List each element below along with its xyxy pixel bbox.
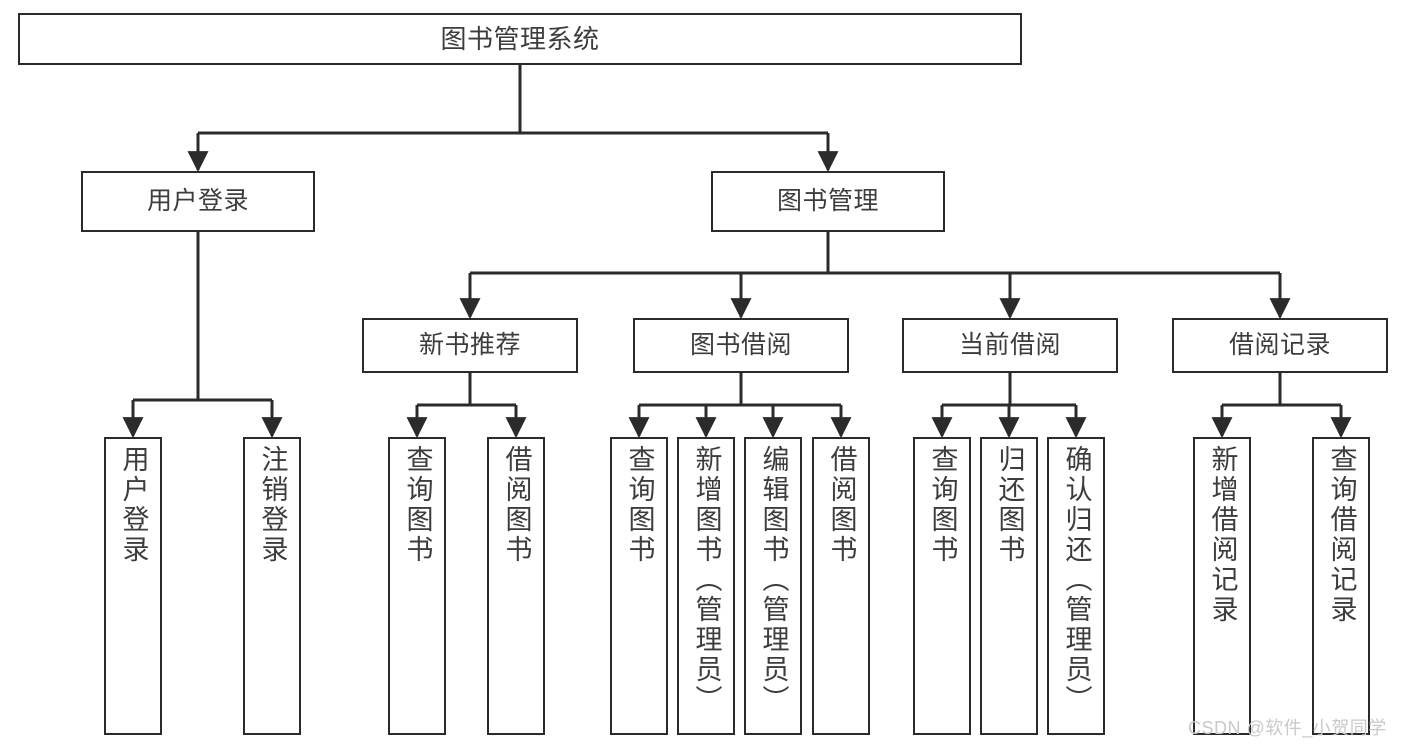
node-level2-3[interactable]: 借阅记录 — [1172, 318, 1388, 373]
node-label: 注销登录 — [257, 445, 288, 565]
node-label: 归还图书 — [994, 445, 1025, 565]
node-leaf-5[interactable]: 新增图书（管理员） — [677, 437, 735, 735]
node-level2-0[interactable]: 新书推荐 — [362, 318, 578, 373]
node-label: 确认归还（管理员） — [1061, 445, 1092, 715]
node-label: 查询图书 — [927, 445, 958, 565]
node-leaf-10[interactable]: 确认归还（管理员） — [1047, 437, 1105, 735]
node-leaf-6[interactable]: 编辑图书（管理员） — [744, 437, 802, 735]
node-leaf-8[interactable]: 查询图书 — [913, 437, 971, 735]
node-label: 图书管理 — [776, 187, 879, 215]
csdn-watermark: CSDN @软件_小贺同学 — [1188, 718, 1387, 738]
node-leaf-9[interactable]: 归还图书 — [980, 437, 1038, 735]
node-leaf-1[interactable]: 注销登录 — [243, 437, 301, 735]
node-label: 图书管理系统 — [440, 23, 600, 54]
node-level1-1[interactable]: 图书管理 — [711, 171, 945, 232]
node-leaf-0[interactable]: 用户登录 — [104, 437, 162, 735]
node-level1-0[interactable]: 用户登录 — [81, 171, 315, 232]
node-label: 编辑图书（管理员） — [758, 445, 789, 715]
node-label: 用户登录 — [118, 445, 149, 565]
node-label: 查询借阅记录 — [1326, 445, 1357, 625]
node-level2-1[interactable]: 图书借阅 — [633, 318, 849, 373]
node-label: 图书借阅 — [689, 331, 792, 359]
node-leaf-2[interactable]: 查询图书 — [388, 437, 446, 735]
node-leaf-7[interactable]: 借阅图书 — [812, 437, 870, 735]
node-leaf-3[interactable]: 借阅图书 — [487, 437, 545, 735]
node-label: 借阅图书 — [501, 445, 532, 565]
node-leaf-11[interactable]: 新增借阅记录 — [1193, 437, 1251, 735]
node-label: 新增借阅记录 — [1207, 445, 1238, 625]
node-label: 当前借阅 — [958, 331, 1061, 359]
node-label: 查询图书 — [624, 445, 655, 565]
node-label: 借阅记录 — [1228, 331, 1331, 359]
node-label: 新书推荐 — [418, 331, 521, 359]
node-leaf-12[interactable]: 查询借阅记录 — [1312, 437, 1370, 735]
node-label: 用户登录 — [146, 187, 249, 215]
node-root[interactable]: 图书管理系统 — [18, 13, 1022, 65]
node-label: 借阅图书 — [826, 445, 857, 565]
node-label: 新增图书（管理员） — [691, 445, 722, 715]
node-label: 查询图书 — [402, 445, 433, 565]
node-level2-2[interactable]: 当前借阅 — [902, 318, 1118, 373]
node-leaf-4[interactable]: 查询图书 — [610, 437, 668, 735]
